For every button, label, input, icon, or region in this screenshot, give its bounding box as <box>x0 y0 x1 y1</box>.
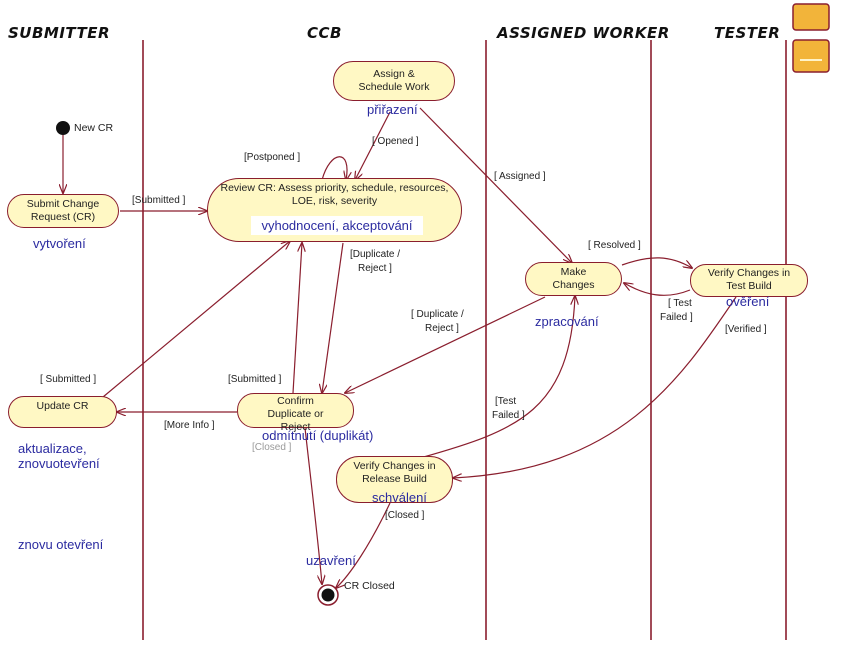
guard-submitted-mid: [Submitted ] <box>228 374 282 385</box>
guard-opened: [ Opened ] <box>372 136 419 147</box>
guard-resolved: [ Resolved ] <box>588 240 641 251</box>
guard-submitted-top: [Submitted ] <box>132 195 186 206</box>
edge-update-to-review <box>102 241 290 398</box>
label-uzavreni: uzavření <box>306 553 356 568</box>
initial-node <box>56 121 70 135</box>
state-confirm-duplicate[interactable]: Confirm Duplicate or Reject <box>237 393 354 433</box>
initial-node-label: New CR <box>74 122 114 134</box>
label-vyhodnoceni: vyhodnocení, akceptování <box>251 216 423 235</box>
edge-verify-to-make <box>624 283 691 296</box>
guard-postponed: [Postponed ] <box>244 152 301 163</box>
label-schvaleni: schválení <box>372 490 427 505</box>
label-aktualizace: aktualizace, <box>18 441 87 456</box>
edge-review-to-confirm <box>322 242 344 393</box>
guard-test-failed-2a: [Test <box>495 396 517 407</box>
transitions <box>63 107 737 588</box>
edge-verify-to-release <box>453 296 737 478</box>
label-zpracovani: zpracování <box>535 314 599 329</box>
guard-verified: [Verified ] <box>725 324 767 335</box>
edge-review-postponed <box>321 156 347 180</box>
final-node <box>317 584 339 606</box>
edge-assign-to-make <box>419 107 572 263</box>
lane-title-ccb: CCB <box>307 24 342 42</box>
guard-dup-reject-1b: Reject ] <box>358 263 392 274</box>
state-submit-cr[interactable]: Submit Change Request (CR) <box>7 194 119 228</box>
label-znovuotevreni: znovuotevření <box>18 456 100 471</box>
guard-closed-grey: [Closed ] <box>252 442 292 453</box>
state-review-cr[interactable]: Review CR: Assess priority, schedule, re… <box>207 178 462 242</box>
label-vytvoreni: vytvoření <box>33 236 86 251</box>
guard-test-failed-1a: [ Test <box>668 298 692 309</box>
guard-submitted-left: [ Submitted ] <box>40 374 97 385</box>
final-node-label: CR Closed <box>344 580 395 592</box>
edge-assign-to-review <box>355 111 391 180</box>
label-overeni: ověření <box>726 294 770 309</box>
label-znovu-otevreni: znovu otevření <box>18 537 104 552</box>
edge-release-to-make <box>419 296 575 459</box>
guard-dup-reject-2a: [ Duplicate / <box>411 309 464 320</box>
folder-icon <box>792 3 830 73</box>
guard-dup-reject-1a: [Duplicate / <box>350 249 401 260</box>
state-verify-release-build[interactable]: Verify Changes in Release Build <box>336 456 453 503</box>
state-make-changes[interactable]: Make Changes <box>525 262 622 296</box>
lane-title-submitter: SUBMITTER <box>8 24 111 42</box>
lane-separators <box>142 40 787 640</box>
edge-make-to-verify <box>621 257 692 268</box>
label-prirazeni: přiřazení <box>367 102 418 117</box>
state-assign-schedule[interactable]: Assign & Schedule Work <box>333 61 455 101</box>
edge-confirm-to-review <box>292 243 302 394</box>
state-update-cr[interactable]: Update CR <box>8 396 117 428</box>
label-odmitnuti: odmítnutí (duplikát) <box>262 428 374 443</box>
state-verify-test-build[interactable]: Verify Changes in Test Build <box>690 264 808 297</box>
guard-test-failed-2b: Failed ] <box>492 410 525 421</box>
guard-dup-reject-2b: Reject ] <box>425 323 459 334</box>
lane-title-assigned-worker: ASSIGNED WORKER <box>497 24 670 42</box>
guard-test-failed-1b: Failed ] <box>660 312 693 323</box>
lane-title-tester: TESTER <box>714 24 781 42</box>
guard-closed-bottom: [Closed ] <box>385 510 425 521</box>
edge-confirm-to-final <box>304 427 322 584</box>
edge-make-to-confirm <box>345 296 546 393</box>
edge-release-to-final <box>336 502 391 588</box>
guard-more-info: [More Info ] <box>164 420 215 431</box>
guard-assigned: [ Assigned ] <box>494 171 546 182</box>
